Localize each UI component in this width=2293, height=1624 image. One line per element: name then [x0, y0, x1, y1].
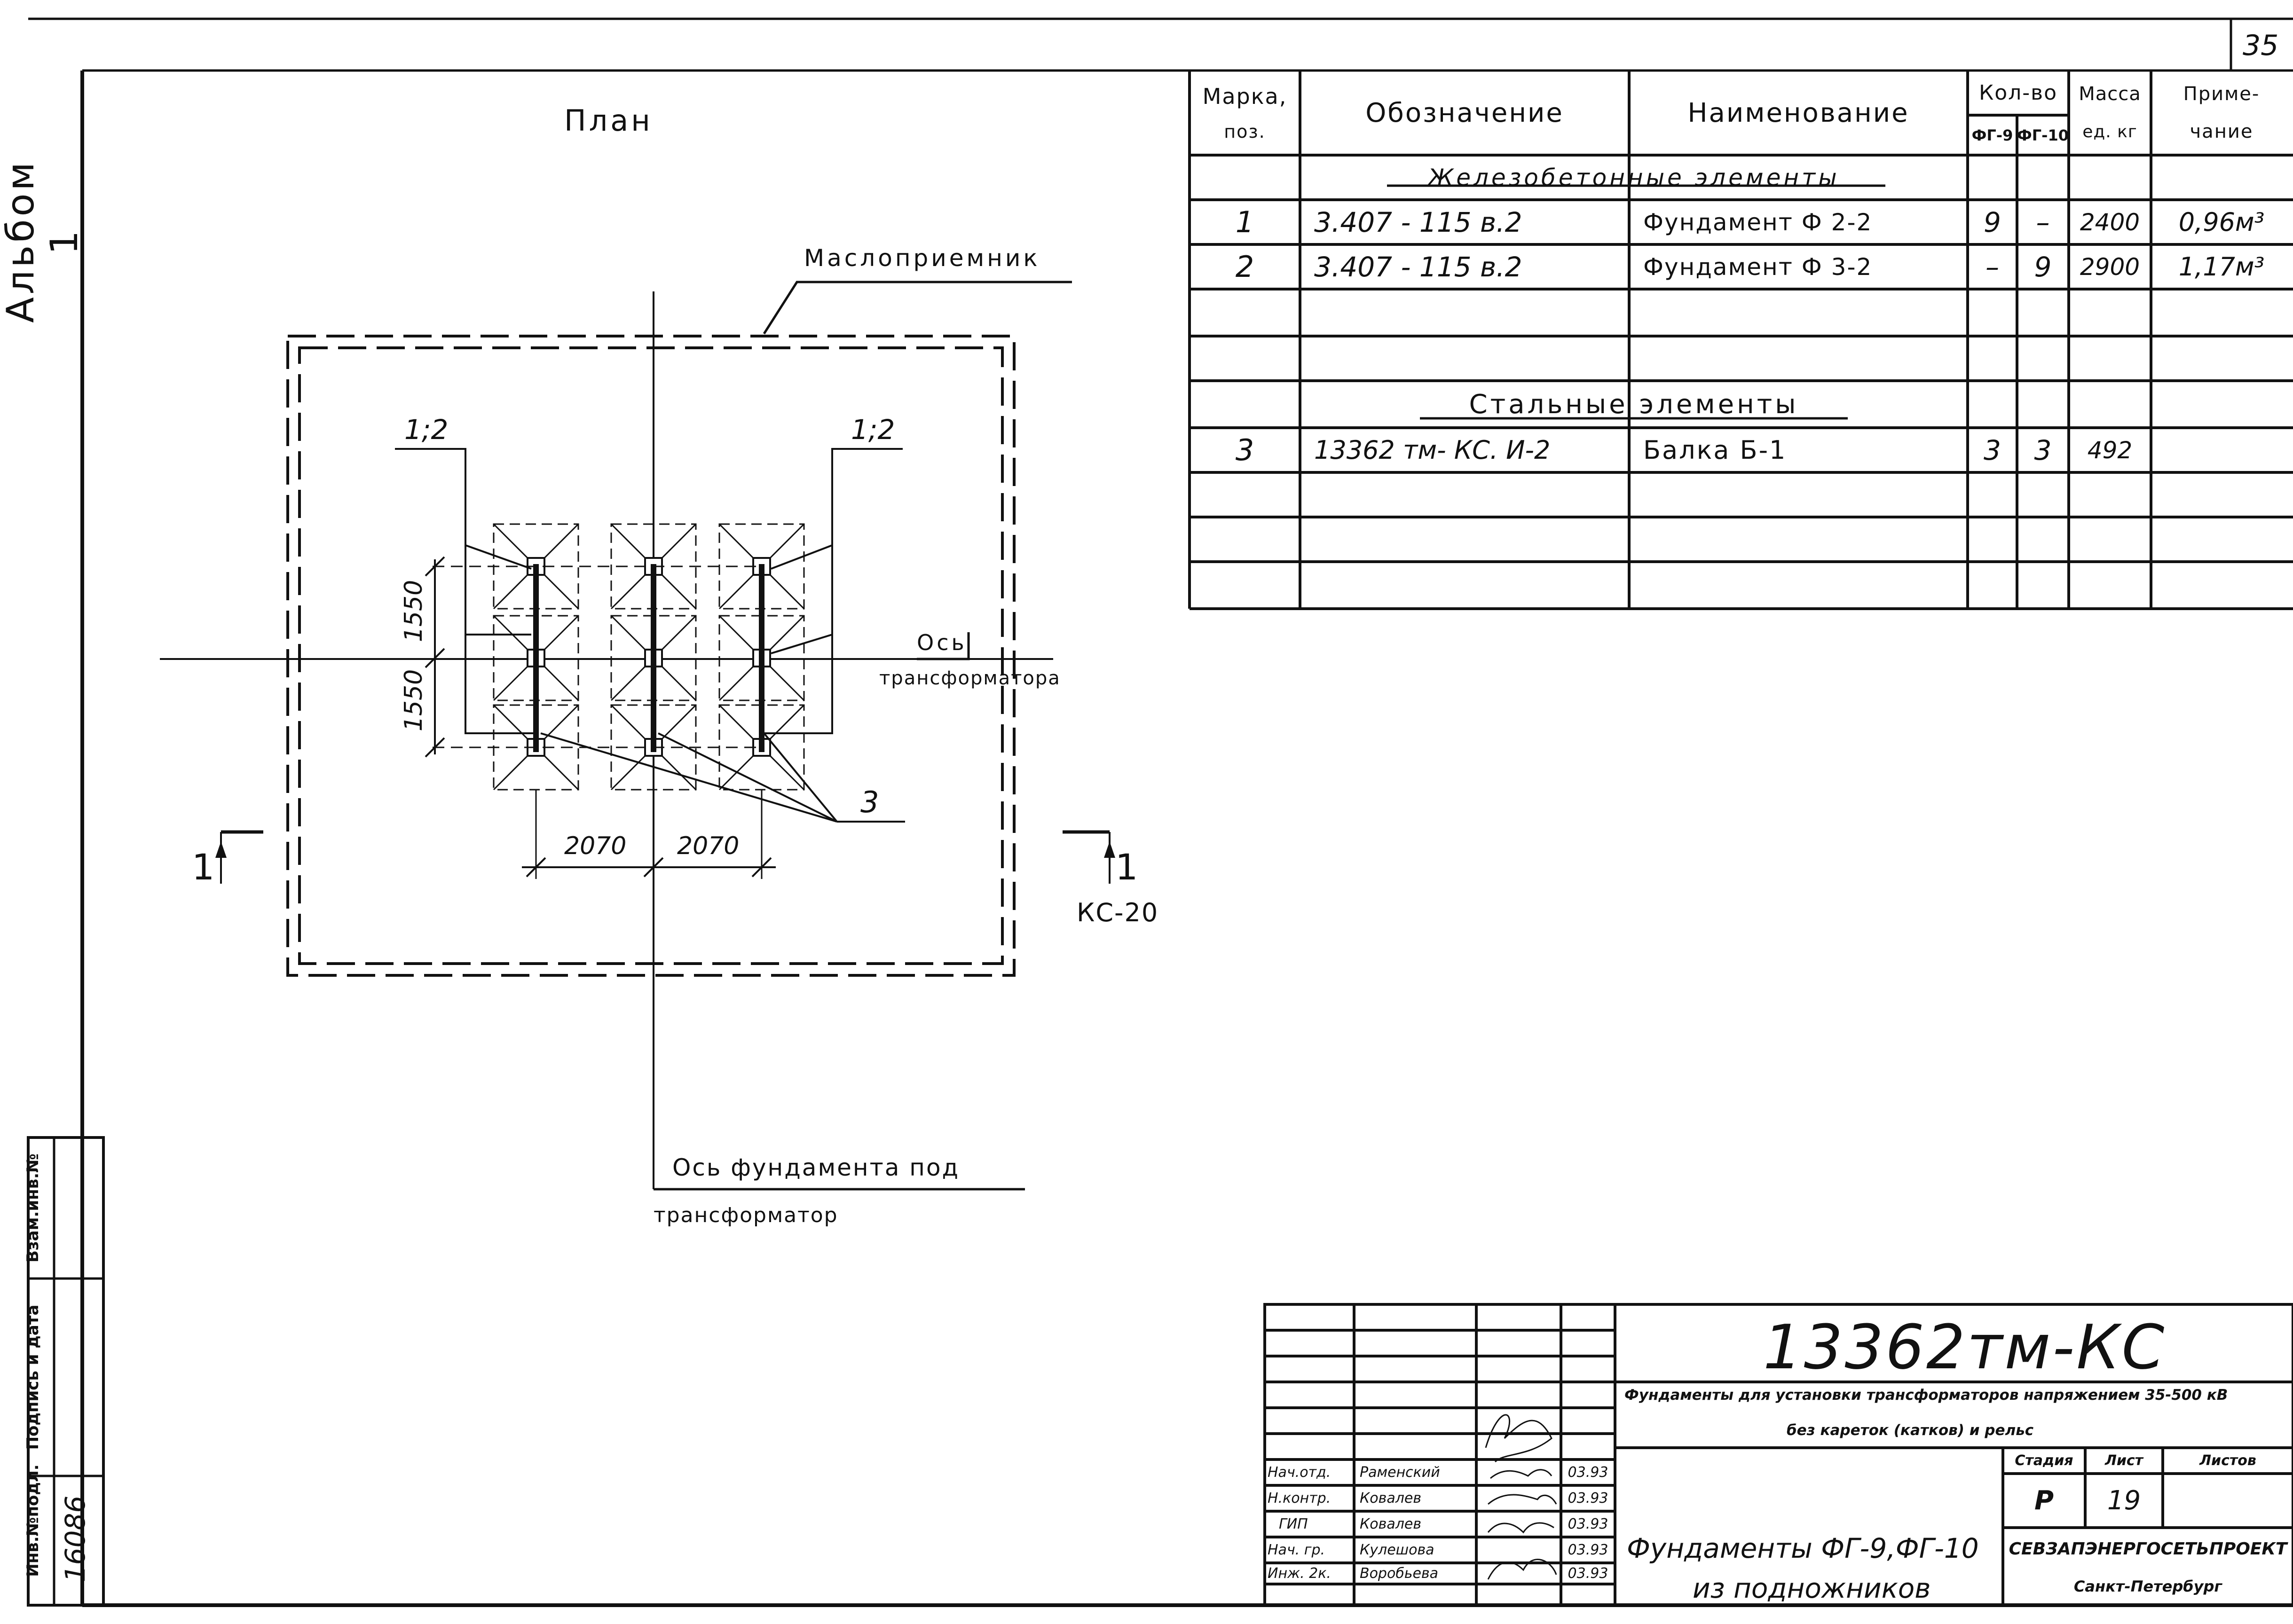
row-1-note: 0,96м³: [2178, 207, 2265, 237]
row-1-mass: 2400: [2080, 208, 2140, 236]
stage-value: Р: [2034, 1485, 2054, 1516]
row-2-note: 1,17м³: [2178, 252, 2265, 282]
beam-callout-label: 3: [860, 785, 879, 819]
signer-4-role: Нач. гр.: [1268, 1542, 1325, 1558]
dim-horizontal-right: 2070: [677, 832, 740, 860]
sheet-value: 19: [2107, 1485, 2141, 1516]
sheet-corner-number: 35: [2243, 29, 2279, 62]
section-concrete-title: Железобетонные элементы: [1428, 164, 1840, 191]
row-3-fg9: 3: [1984, 434, 2001, 466]
sheets-label: Листов: [2199, 1452, 2256, 1469]
signer-2-name: Ковалев: [1360, 1490, 1422, 1506]
row-2-designation: 3.407 - 115 в.2: [1314, 251, 1522, 283]
row-3-mark: 3: [1235, 433, 1254, 467]
col-header-note-1: Приме-: [2183, 83, 2260, 105]
org-name: СЕВЗАПЭНЕРГОСЕТЬПРОЕКТ: [2009, 1539, 2287, 1559]
project-title: Фундаменты для установки трансформаторов…: [1624, 1387, 2228, 1404]
row-1-fg10: –: [2036, 206, 2050, 238]
signatures: [1485, 1414, 1557, 1580]
org-city: Санкт-Петербург: [2073, 1577, 2222, 1595]
foundation-axis-label-1: Ось фундамента под: [672, 1154, 960, 1181]
col-header-qty-fg10: ФГ-10: [2017, 126, 2069, 144]
col-header-mass-1: Масса: [2079, 83, 2141, 105]
stage-label: Стадия: [2015, 1452, 2073, 1469]
signer-5-role: Инж. 2к.: [1268, 1565, 1331, 1582]
col-header-mark-2: поз.: [1224, 121, 1266, 142]
signer-2-date: 03.93: [1568, 1490, 1608, 1506]
col-header-designation: Обозначение: [1365, 97, 1564, 128]
signer-3-name: Ковалев: [1360, 1516, 1422, 1532]
signer-3-role: ГИП: [1279, 1516, 1308, 1532]
col-header-note-2: чание: [2190, 121, 2254, 142]
row-3-designation: 13362 тм- КС. И-2: [1314, 435, 1551, 465]
col-header-name: Наименование: [1687, 97, 1909, 128]
col-header-mass-2: ед. кг: [2082, 122, 2137, 141]
row-3-mass: 492: [2087, 436, 2133, 464]
row-2-name: Фундамент Ф 3-2: [1643, 253, 1873, 281]
callout-left-label: 1;2: [404, 414, 449, 446]
col-header-qty-fg9: ФГ-9: [1971, 126, 2013, 144]
row-1-name: Фундамент Ф 2-2: [1643, 208, 1873, 236]
sheet-title-line2: из подножников: [1693, 1572, 1931, 1604]
section-left-label: 1: [192, 846, 215, 888]
signer-5-date: 03.93: [1568, 1565, 1608, 1582]
sheets-value: [2163, 1474, 2293, 1528]
row-1-mark: 1: [1235, 205, 1254, 239]
section-right-label: 1: [1115, 846, 1138, 888]
signer-1-date: 03.93: [1568, 1464, 1608, 1481]
signer-1-role: Нач.отд.: [1268, 1464, 1331, 1481]
sheet-title-line1: Фундаменты ФГ-9,ФГ-10: [1627, 1532, 1979, 1564]
signer-2-role: Н.контр.: [1268, 1490, 1331, 1506]
row-3-name: Балка Б-1: [1643, 435, 1787, 465]
foundation-axis-label-2: трансформатор: [654, 1203, 838, 1227]
dim-horizontal-left: 2070: [564, 832, 627, 860]
transformer-axis-label-1: Ось: [917, 630, 967, 655]
plan-title: План: [564, 103, 653, 138]
oil-receiver-label: Маслоприемник: [804, 244, 1040, 272]
row-3-fg10: 3: [2034, 434, 2052, 466]
section-ref-label: КС-20: [1077, 898, 1159, 927]
row-2-mark: 2: [1235, 250, 1254, 284]
row-2-mass: 2900: [2080, 253, 2140, 281]
signer-5-name: Воробьева: [1360, 1565, 1439, 1582]
signer-4-date: 03.93: [1568, 1542, 1608, 1558]
col-header-qty: Кол-во: [1978, 81, 2057, 105]
row-1-designation: 3.407 - 115 в.2: [1314, 206, 1522, 238]
callout-right-label: 1;2: [851, 414, 895, 446]
col-header-mark-1: Марка,: [1202, 84, 1287, 109]
signer-1-name: Раменский: [1360, 1464, 1440, 1481]
doc-code: 13362тм-КС: [1763, 1311, 2167, 1383]
signer-3-date: 03.93: [1568, 1516, 1608, 1532]
project-title-line2: без кареток (катков) и рельс: [1787, 1422, 2034, 1439]
transformer-axis-label-2: трансформатора: [879, 667, 1061, 689]
section-steel-title: Стальные элементы: [1469, 389, 1799, 420]
signer-4-name: Кулешова: [1360, 1542, 1434, 1558]
row-2-fg9: –: [1986, 251, 1999, 283]
row-1-fg9: 9: [1984, 206, 2001, 238]
sheet-label: Лист: [2104, 1452, 2143, 1469]
row-2-fg10: 9: [2034, 251, 2052, 283]
